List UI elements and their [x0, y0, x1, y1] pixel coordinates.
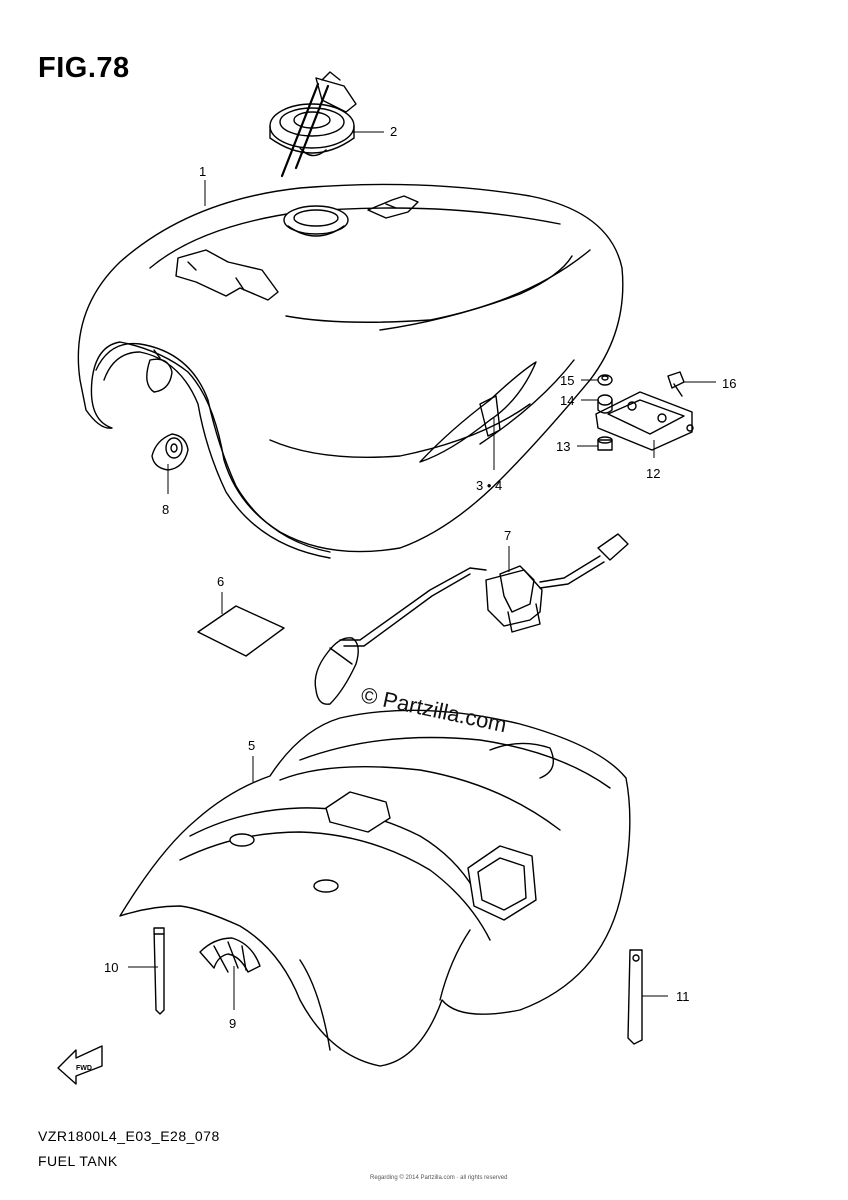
grommet-15[interactable] [597, 374, 613, 386]
callout-3-4: 3 • 4 [476, 478, 502, 493]
heat-cover[interactable] [119, 709, 631, 1067]
footer-note: Regarding © 2014 Partzilla.com · all rig… [370, 1175, 508, 1181]
cushion[interactable] [151, 433, 189, 471]
callout-8: 8 [162, 502, 169, 517]
callout-12: 12 [646, 466, 660, 481]
callout-14: 14 [560, 393, 574, 408]
bracket[interactable] [627, 949, 643, 1045]
callout-6: 6 [217, 574, 224, 589]
fuel-cap[interactable] [269, 71, 357, 178]
svg-text:FWD: FWD [76, 1065, 92, 1072]
fuel-level-gauge[interactable] [314, 533, 629, 705]
callout-labels: 1 2 3 • 4 5 6 7 8 9 10 11 12 13 14 15 16 [104, 124, 736, 1031]
clamp-band[interactable] [153, 927, 165, 1015]
protector[interactable] [199, 937, 261, 973]
callout-1: 1 [199, 164, 206, 179]
callout-15: 15 [560, 373, 574, 388]
bolt-16[interactable] [667, 371, 685, 397]
callout-7: 7 [504, 528, 511, 543]
callout-5: 5 [248, 738, 255, 753]
caution-label[interactable] [197, 605, 285, 657]
bolt-13[interactable] [597, 436, 613, 451]
callout-16: 16 [722, 376, 736, 391]
callout-10: 10 [104, 960, 118, 975]
fwd-arrow-icon: FWD [57, 1045, 103, 1085]
callout-2: 2 [390, 124, 397, 139]
fuel-tank[interactable] [77, 183, 624, 559]
figure-name: FUEL TANK [38, 1153, 118, 1169]
leader-lines [128, 131, 716, 1010]
figure-title: FIG.78 [38, 52, 130, 84]
callout-9: 9 [229, 1016, 236, 1031]
fuel-pump-plate[interactable] [595, 391, 694, 451]
callout-13: 13 [556, 439, 570, 454]
callout-11: 11 [676, 989, 690, 1004]
model-code: VZR1800L4_E03_E28_078 [38, 1128, 220, 1144]
